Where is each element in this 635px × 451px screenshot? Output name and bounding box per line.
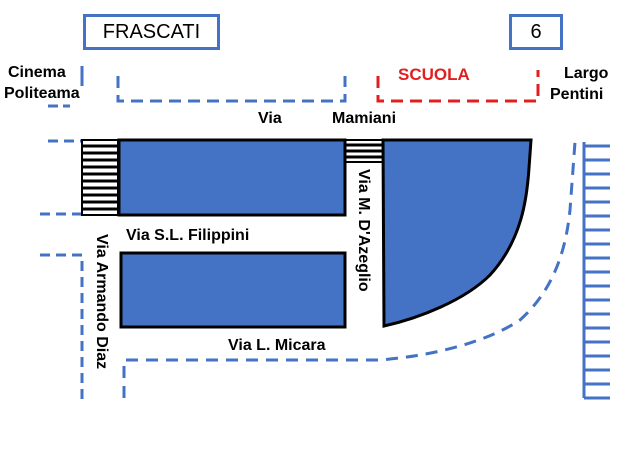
left-stub-lower [40, 253, 84, 400]
page-number: 6 [530, 20, 542, 43]
block-north-west [117, 138, 347, 217]
crosswalk-azeglio [344, 139, 384, 163]
street-label-mamiani-via: Via [258, 110, 282, 127]
school-label: SCUOLA [398, 65, 470, 84]
largo-label-line1: Largo [564, 65, 609, 82]
street-label-diaz: Via Armando Diaz [93, 234, 110, 370]
boundary-top-left [116, 76, 347, 103]
cinema-label-line1: Cinema [8, 64, 66, 81]
street-label-mamiani: Mamiani [332, 110, 397, 127]
block-school [381, 138, 533, 328]
largo-pentini-steps [582, 142, 610, 400]
cinema-label-line2: Politeama [4, 85, 80, 102]
street-label-azeglio: Via M. D'Azeglio [355, 169, 372, 292]
block-south-west [119, 251, 347, 329]
street-label-micara: Via L. Micara [228, 337, 326, 354]
boundary-south [122, 141, 577, 398]
town-label-box: FRASCATI [83, 14, 220, 50]
page-number-box: 6 [509, 14, 563, 50]
street-label-filippini: Via S.L. Filippini [126, 227, 250, 244]
town-label: FRASCATI [102, 20, 201, 43]
school-boundary [376, 70, 540, 103]
crosswalk-left [81, 139, 119, 216]
largo-label-line2: Pentini [550, 86, 604, 103]
